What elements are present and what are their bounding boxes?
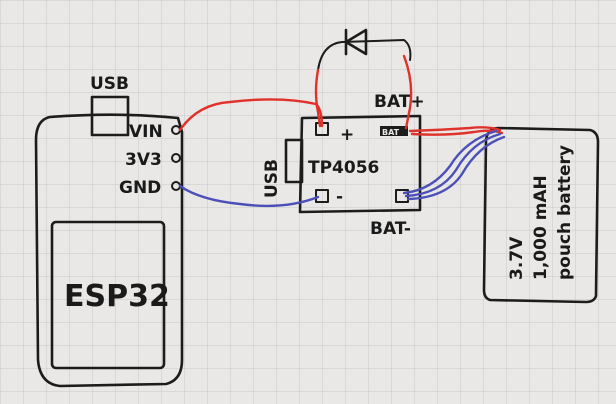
esp32-module bbox=[50, 220, 166, 370]
negative-wires bbox=[178, 129, 506, 208]
diode bbox=[317, 28, 412, 71]
wire-batminus-to-battery bbox=[404, 132, 502, 198]
esp32-usb-port bbox=[90, 95, 130, 137]
tp4056-bat-plus-pad-text: BAT bbox=[382, 128, 400, 137]
diode-wire bbox=[317, 39, 412, 71]
wire-diode-right bbox=[402, 54, 413, 130]
diode-triangle bbox=[344, 28, 368, 56]
esp32-board: ESP32 USB VIN 3V3 GND bbox=[34, 74, 184, 388]
esp32-usb-label: USB bbox=[90, 74, 129, 94]
battery-type: pouch battery bbox=[555, 145, 575, 280]
tp4056-usb-port bbox=[284, 138, 304, 184]
esp32-name: ESP32 bbox=[64, 279, 170, 314]
tp4056-outline bbox=[298, 114, 422, 214]
tp4056-bat-plus-pad bbox=[380, 126, 408, 136]
battery-outline bbox=[482, 126, 600, 304]
wire-batminus-to-battery-3 bbox=[402, 129, 498, 195]
esp32-pin-3v3 bbox=[171, 153, 181, 163]
tp4056-minus-label: - bbox=[336, 187, 343, 207]
esp32-pin-3v3-label: 3V3 bbox=[125, 150, 162, 170]
tp4056-plus-label: + bbox=[340, 125, 354, 145]
battery-capacity: 1,000 mAH bbox=[531, 175, 551, 280]
tp4056-name: TP4056 bbox=[308, 158, 379, 178]
wire-diode-left bbox=[314, 68, 322, 128]
wire-batplus-to-battery bbox=[408, 126, 502, 133]
tp4056-minus-pad bbox=[315, 189, 329, 203]
tp4056-usb-label: USB bbox=[262, 159, 282, 198]
tp4056-bat-minus-label: BAT- bbox=[370, 219, 411, 239]
battery: 3.7V 1,000 mAH pouch battery bbox=[482, 126, 600, 304]
positive-wires bbox=[178, 54, 504, 136]
wire-vin-to-plus bbox=[178, 98, 324, 132]
esp32-pin-vin-label: VIN bbox=[129, 122, 163, 142]
esp32-pin-gnd-label: GND bbox=[119, 178, 161, 198]
battery-voltage: 3.7V bbox=[507, 236, 527, 280]
tp4056-bat-plus-label: BAT+ bbox=[374, 92, 425, 112]
wire-gnd-to-minus bbox=[178, 184, 320, 208]
wire-batminus-to-battery-2 bbox=[406, 135, 506, 201]
